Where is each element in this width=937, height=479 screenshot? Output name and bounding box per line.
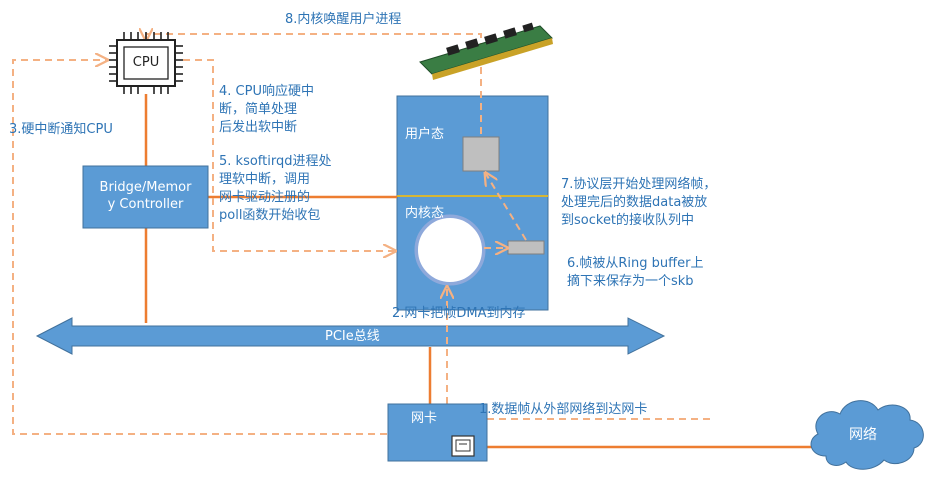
step-4-line: 4. CPU响应硬中 — [219, 84, 314, 99]
step-1-label: 1.数据帧从外部网络到达网卡 — [479, 402, 648, 417]
step-3-label: 3.硬中断通知CPU — [9, 122, 113, 137]
nic-label: 网卡 — [411, 411, 438, 426]
step-8-label: 8.内核唤醒用户进程 — [285, 12, 402, 27]
ethernet-port-icon — [451, 435, 475, 457]
skb-box — [507, 240, 545, 255]
dashed-arrows — [12, 34, 710, 435]
solid-connections — [144, 94, 823, 449]
user-space-label: 用户态 — [405, 127, 445, 142]
user-process-box — [462, 136, 500, 172]
network-label: 网络 — [849, 427, 877, 443]
cpu-label: CPU — [132, 55, 160, 70]
ring-buffer-icon — [413, 213, 487, 287]
step-5-line: 理软中断，调用 — [219, 172, 311, 187]
cpu-chip-icon — [109, 32, 183, 94]
step-7-line: 到socket的接收队列中 — [561, 213, 695, 228]
step-5-line: 5. ksoftirqd进程处 — [219, 154, 332, 169]
pcie-bus — [35, 317, 666, 355]
memory-stick-icon — [419, 22, 553, 80]
pcie-bus-label: PCIe总线 — [325, 329, 380, 344]
step-7-line: 处理完后的数据data被放 — [561, 195, 708, 210]
bridge-controller-box — [82, 165, 209, 229]
step-6-line: 6.帧被从Ring buffer上 — [567, 256, 704, 271]
step-7-line: 7.协议层开始处理网络帧， — [561, 177, 717, 192]
kernel-space-label: 内核态 — [405, 206, 445, 221]
step-2-label: 2.网卡把帧DMA到内存 — [392, 306, 526, 321]
bridge-controller-label: Bridge/Memor y Controller — [99, 180, 192, 212]
step-5-line: poll函数开始收包 — [219, 208, 321, 223]
step-6-line: 摘下来保存为一个skb — [567, 274, 694, 289]
cloud-icon — [810, 400, 924, 470]
step-4-line: 后发出软中断 — [219, 120, 298, 135]
step-5-line: 网卡驱动注册的 — [219, 190, 311, 205]
step-4-line: 断，简单处理 — [219, 102, 298, 117]
